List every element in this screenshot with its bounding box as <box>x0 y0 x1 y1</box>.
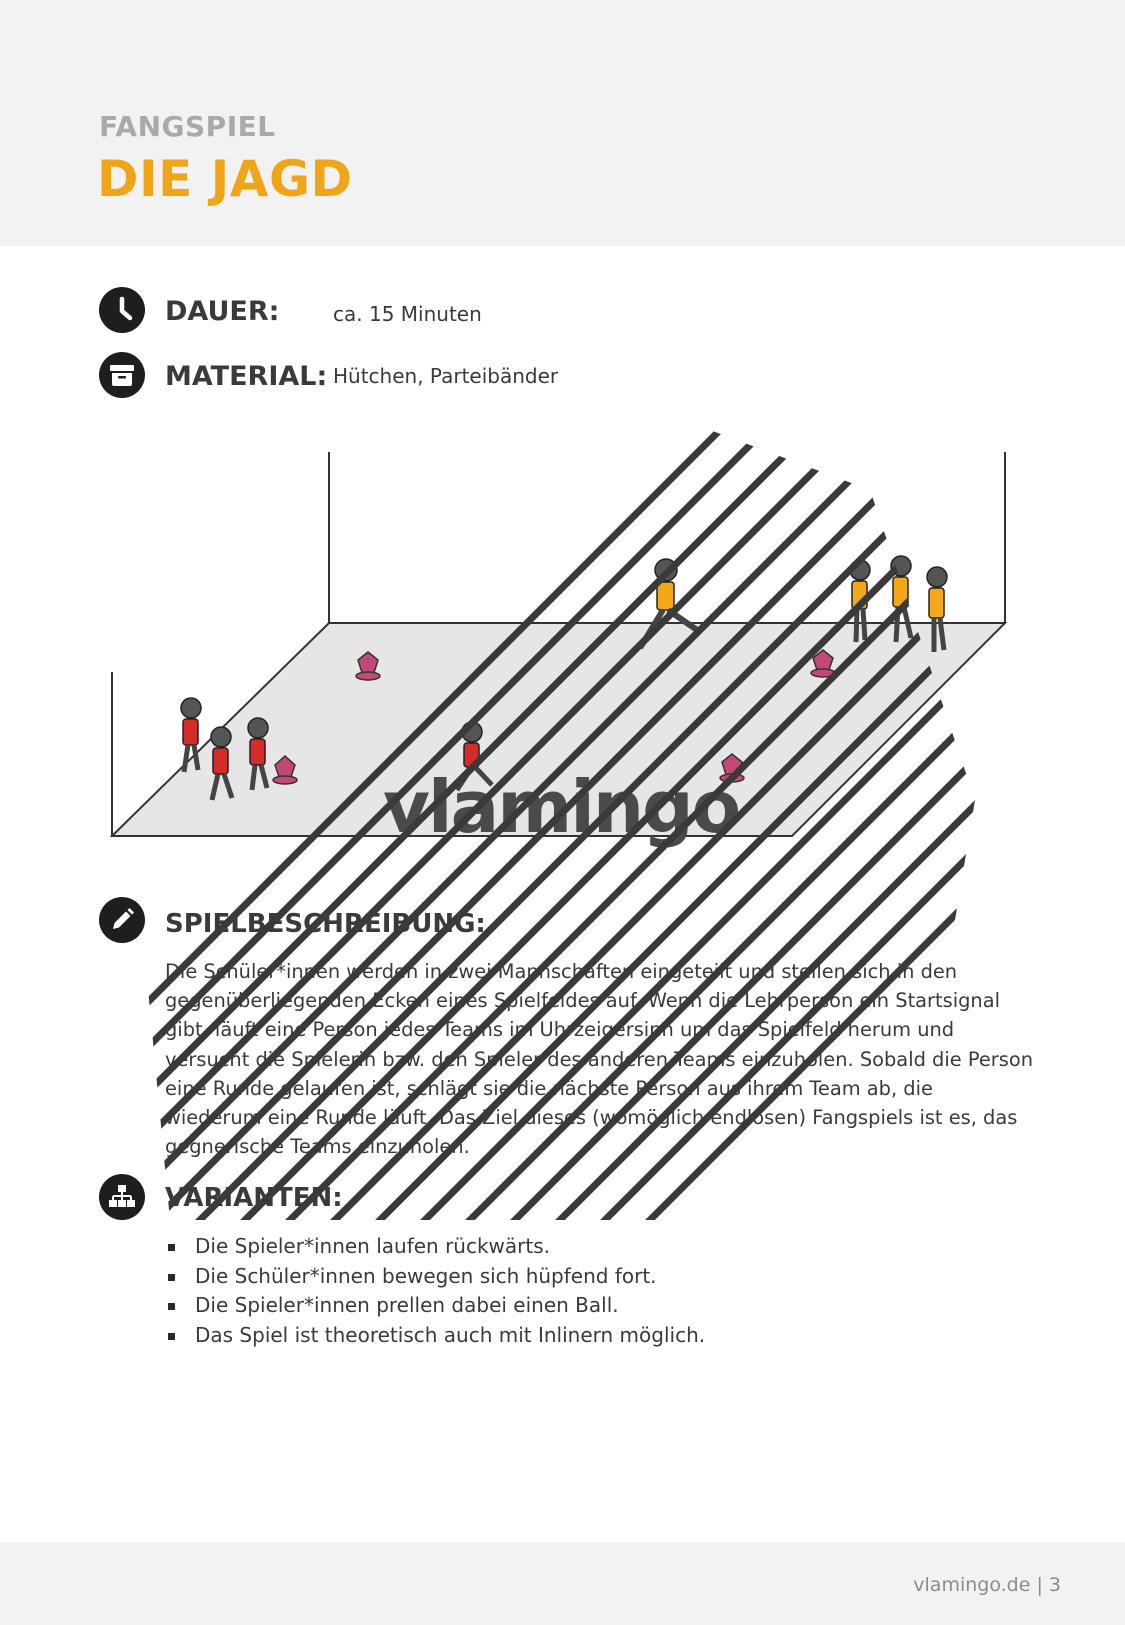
variants-heading: VARIANTEN: <box>165 1183 343 1213</box>
cone-icon <box>355 651 381 681</box>
yellow-team-player-icon <box>926 566 948 652</box>
list-item: Das Spiel ist theoretisch auch mit Inlin… <box>165 1321 965 1351</box>
material-label: MATERIAL: <box>165 361 328 392</box>
footer-text: vlamingo.de | 3 <box>913 1574 1061 1596</box>
cone-icon <box>272 754 298 785</box>
game-illustration: vlamingo <box>100 370 1025 1230</box>
red-team-player-icon <box>209 726 235 801</box>
duration-label: DAUER: <box>165 296 280 327</box>
watermark-stripes <box>130 372 975 1220</box>
pencil-icon <box>99 897 145 943</box>
description-text: Die Schüler*innen werden in zwei Mannsch… <box>165 960 1034 1159</box>
red-team-player-icon <box>247 717 270 791</box>
playfield-drawing: vlamingo <box>109 372 1008 1220</box>
list-item: Die Spieler*innen laufen rückwärts. <box>165 1232 965 1262</box>
hierarchy-icon <box>99 1174 145 1220</box>
description-heading: SPIELBESCHREIBUNG: <box>165 909 486 939</box>
list-item: Die Schüler*innen bewegen sich hüpfend f… <box>165 1262 965 1292</box>
box-icon <box>99 352 145 398</box>
duration-value: ca. 15 Minuten <box>333 302 482 326</box>
list-item: Die Spieler*innen prellen dabei einen Ba… <box>165 1291 965 1321</box>
page-title: DIE JAGD <box>97 150 353 208</box>
page-kicker: FANGSPIEL <box>99 110 276 143</box>
red-team-player-icon <box>180 697 202 773</box>
cone-icon <box>810 649 836 678</box>
variants-list: Die Spieler*innen laufen rückwärts. Die … <box>165 1232 965 1350</box>
page-footer <box>0 1542 1125 1625</box>
material-value: Hütchen, Parteibänder <box>333 364 559 388</box>
clock-icon <box>99 287 145 333</box>
page-header <box>0 0 1125 246</box>
